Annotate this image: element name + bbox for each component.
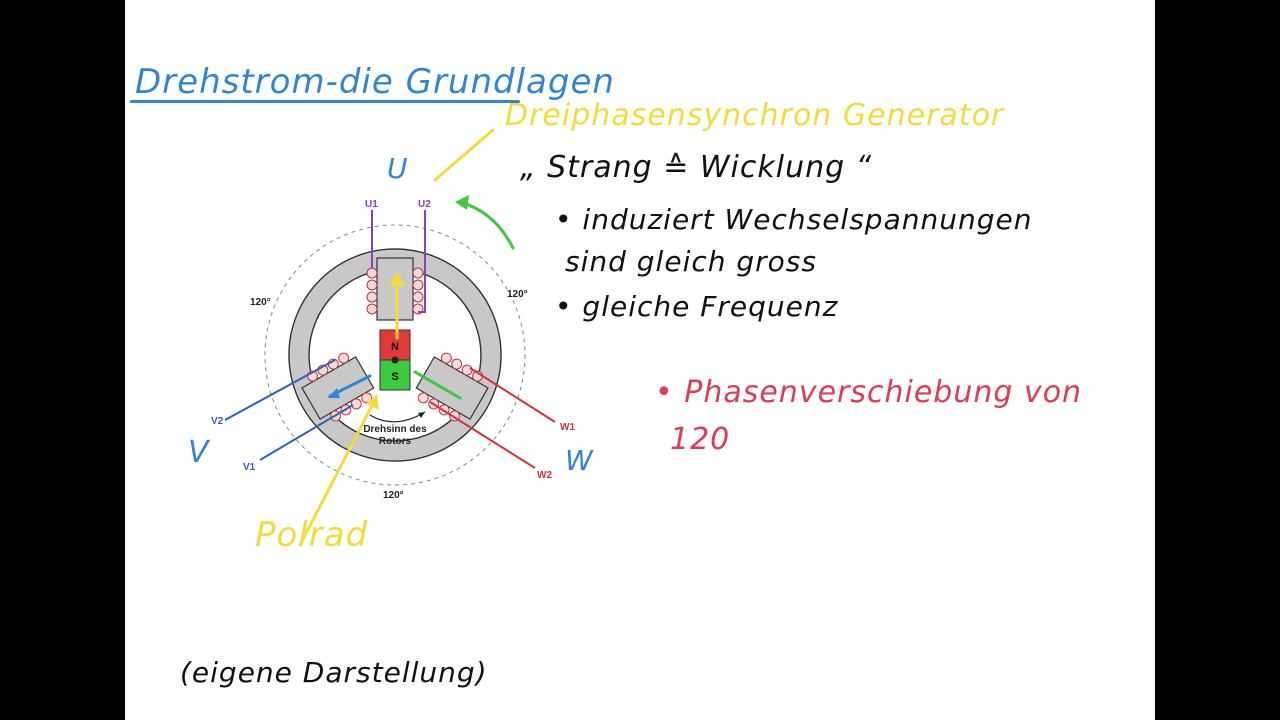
wire-w2 [429,401,536,469]
wire-v2 [224,359,336,421]
phase-v-label: V [188,435,211,470]
phase-w-label: W [565,444,594,477]
canvas-page: Drehstrom-die Grundlagen Dreiphasensynch… [125,0,1155,720]
page-title: Drehstrom-die Grundlagen [135,62,615,102]
stator-pole-u [366,257,424,321]
rotor-north [379,329,411,361]
note-bullet3-line1: • Phasenverschiebung von [655,375,1083,410]
note-source: (eigene Darstellung) [180,656,488,689]
wire-v1 [259,404,354,461]
rotation-label-line2: Rotors [379,436,412,447]
note-generator: Dreiphasensynchron Generator [505,98,1005,133]
stator-outer-edge [288,248,502,462]
note-bullet1-line1: • induziert Wechselspannungen [555,203,1033,236]
wire-u2 [418,210,426,313]
outer-dashed-circle [264,224,526,486]
generator-diagram: N S Drehsinn des Rotors U1 U2 V2 V1 W1 W… [188,128,594,547]
blue-flux-arrowhead [328,388,340,398]
terminal-u2: U2 [418,199,431,210]
green-rotation-arrow [458,200,515,250]
terminal-v1: V1 [243,462,256,473]
note-bullet2: • gleiche Frequenz [555,290,839,323]
stator-pole-w [415,352,489,422]
polrad-pointer-line [298,398,377,547]
wire-w1 [469,367,556,423]
pole-n-label: N [391,341,399,353]
rotation-arrowhead [418,412,425,418]
angle-left: 120° [250,297,271,308]
terminal-w2: W2 [537,470,552,481]
terminal-u1: U1 [365,199,378,210]
terminal-w1: W1 [560,422,575,433]
note-bullet3-line2: 120 [670,422,731,457]
note-bullet1-line2: sind gleich gross [565,245,817,278]
phase-u-label: U [387,152,408,185]
note-strang: „ Strang ≙ Wicklung “ [520,150,873,185]
green-rotation-arrowhead [455,195,469,210]
rotor-axis [391,356,399,364]
angle-right: 120° [507,289,528,300]
green-flux-arrow-w [413,370,462,400]
title-underline [130,100,520,103]
rotation-label-line1: Drehsinn des [363,424,427,435]
angle-bottom: 120° [383,490,404,501]
generator-pointer-line [433,128,495,182]
magnet-field-arrowhead [389,272,405,286]
pole-s-label: S [391,371,398,383]
terminal-v2: V2 [211,416,224,427]
polrad-pointer-head [366,394,379,410]
